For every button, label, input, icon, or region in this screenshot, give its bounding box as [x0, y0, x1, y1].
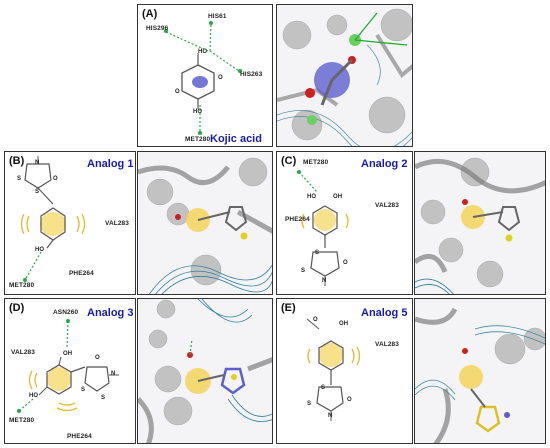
- atom-s2-e: S: [321, 385, 326, 391]
- panel-d-label: (D): [9, 302, 25, 314]
- atom-s2-c: S: [315, 250, 320, 256]
- analog5-structure: [306, 318, 361, 421]
- atom-o1-e: O: [313, 317, 318, 323]
- panel-c-title: Analog 2: [361, 158, 408, 170]
- atom-ho-b: HO: [35, 247, 45, 253]
- residue-his263: HIS263: [240, 71, 263, 78]
- atom-o2-e: O: [347, 397, 352, 403]
- atom-oh-d: OH: [63, 351, 73, 357]
- panel-b-3d: [137, 151, 273, 295]
- panel-a-2d: (A) HIS296 HIS61 HIS263 MET280 HO O O HO…: [137, 4, 273, 147]
- panel-a-3d: [276, 4, 413, 147]
- hbond-end-his263: [238, 69, 242, 73]
- residue-phe264-d: PHE264: [67, 433, 92, 440]
- residue-met280-d: MET280: [9, 417, 35, 424]
- atom-o-c: O: [343, 260, 348, 266]
- analog3-ring-highlight: [47, 367, 71, 391]
- residue-val283-d: VAL283: [11, 349, 35, 356]
- panel-c-3d: [414, 151, 546, 295]
- atom-oh-e: OH: [339, 321, 349, 327]
- panel-c-2d: (C) Analog 2 MET280 PHE264 VAL283 HO OH …: [276, 151, 413, 295]
- panel-a-3d-render: [277, 8, 412, 146]
- panel-b-title: Analog 1: [87, 158, 134, 170]
- hbond-end-his296: [164, 29, 168, 33]
- panel-d-3d: [137, 298, 273, 444]
- panel-d-3d-render: [138, 299, 272, 443]
- panel-d-title: Analog 3: [87, 307, 134, 319]
- residue-val283-c: VAL283: [375, 202, 399, 209]
- residue-met280-c: MET280: [303, 159, 329, 166]
- residue-val283-e: VAL283: [375, 341, 399, 348]
- atom-ho-c: HO: [307, 194, 317, 200]
- residue-asn260-d: ASN260: [53, 309, 79, 316]
- residue-met280: MET280: [185, 136, 211, 143]
- atom-s1-d: S: [81, 387, 86, 393]
- residue-phe264-c: PHE264: [285, 216, 310, 223]
- analog5-ring-highlight: [319, 343, 343, 367]
- panel-a-label: (A): [142, 8, 158, 20]
- atom-n-c: N: [322, 278, 327, 284]
- panel-e-2d: (E) Analog 5 VAL283 O OH S S N O: [276, 298, 413, 444]
- panel-c-3d-render: [415, 157, 545, 294]
- atom-ho-2: HO: [193, 109, 203, 115]
- atom-s2-b: S: [35, 189, 40, 195]
- analog1-structure: [20, 156, 86, 282]
- atom-ho-d: HO: [29, 393, 39, 399]
- panel-e-title: Analog 5: [361, 307, 408, 319]
- analog2-ring-highlight: [314, 209, 336, 231]
- atom-o-2: O: [218, 75, 223, 81]
- atom-o-d: O: [95, 355, 100, 361]
- atom-s2-d: S: [101, 395, 106, 401]
- residue-his61: HIS61: [208, 13, 227, 20]
- atom-n-e: N: [328, 413, 333, 419]
- atom-n-d: N: [111, 371, 116, 377]
- hbond-end-his61: [209, 21, 213, 25]
- atom-oh-c: OH: [333, 194, 343, 200]
- analog2-structure: [297, 170, 349, 286]
- kojic-ring-highlight: [192, 76, 208, 88]
- atom-s1-b: S: [17, 176, 22, 182]
- panel-b-label: (B): [9, 155, 25, 167]
- atom-n-b: N: [35, 160, 40, 166]
- atom-o-1: O: [175, 89, 180, 95]
- atom-ho: HO: [198, 49, 208, 55]
- analog5-3d-ring: [459, 365, 483, 389]
- residue-val283-b: VAL283: [105, 220, 129, 227]
- hbond-lines: [165, 22, 240, 133]
- panel-d-2d: (D) Analog 3 ASN260 VAL283 MET280 PHE264…: [4, 298, 136, 444]
- analog1-ring-highlight: [40, 212, 66, 236]
- kojic-acid-structure: [164, 21, 242, 135]
- atom-s1-c: S: [301, 268, 306, 274]
- atom-o-b: O: [53, 176, 58, 182]
- panel-c-label: (C): [281, 155, 297, 167]
- hbond-end-met280: [198, 131, 202, 135]
- panel-e-3d-render: [415, 307, 545, 443]
- residue-his296: HIS296: [146, 25, 169, 32]
- atom-s1-e: S: [307, 401, 312, 407]
- panel-b-2d: (B) Analog 1 VAL283 MET280 PHE264 S S N …: [4, 151, 136, 295]
- residue-met280-b: MET280: [9, 282, 35, 289]
- panel-a-title: Kojic acid: [210, 133, 262, 145]
- panel-e-label: (E): [281, 302, 296, 314]
- panel-e-3d: [414, 298, 546, 444]
- analog3-structure: [17, 319, 119, 413]
- panel-b-3d-render: [138, 157, 272, 294]
- residue-phe264-b: PHE264: [69, 270, 94, 277]
